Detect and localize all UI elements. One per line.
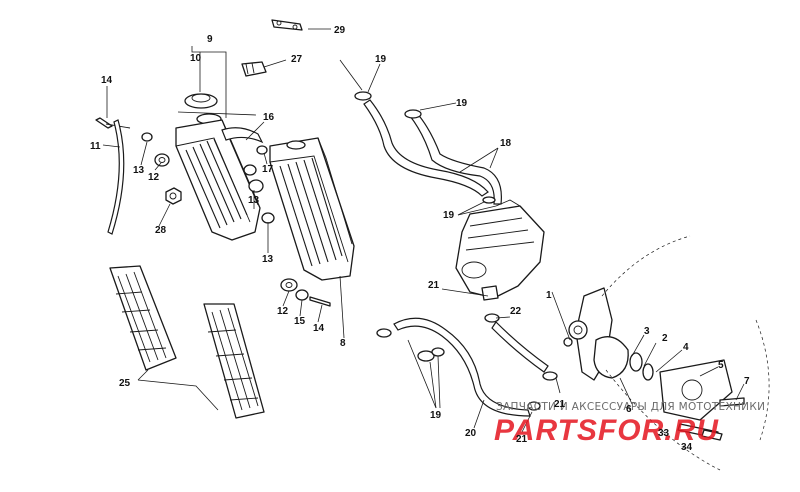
callout-27: 27	[291, 54, 303, 65]
callout-14-bottom: 14	[313, 323, 325, 334]
callout-4: 4	[683, 342, 689, 353]
callout-15: 15	[294, 316, 306, 327]
callout-17: 17	[262, 164, 274, 175]
callout-19-top: 19	[375, 54, 387, 65]
callout-29: 29	[334, 25, 346, 36]
callout-13-left: 13	[133, 165, 145, 176]
callout-1: 1	[546, 290, 552, 301]
callout-12-left: 12	[148, 172, 160, 183]
part-11-overflow-tube	[107, 119, 125, 235]
callout-33: 33	[658, 428, 670, 439]
callout-19-right: 19	[456, 98, 468, 109]
part-10-radiator-cap	[184, 93, 222, 125]
water-pump-assembly	[563, 235, 770, 471]
callout-19-mid: 19	[443, 210, 455, 221]
callout-18: 18	[500, 138, 512, 149]
callout-13-mid: 13	[248, 195, 260, 206]
callout-10: 10	[190, 53, 202, 64]
part-27-plug	[241, 61, 267, 77]
callout-16: 16	[263, 112, 275, 123]
callout-21-bottom: 21	[516, 434, 528, 445]
part-22-hose	[484, 313, 558, 381]
watermark-tagline: ЗАПЧАСТИ И АКСЕССУАРЫ ДЛЯ МОТОТЕХНИКИ	[496, 401, 765, 413]
leader-lines	[102, 28, 745, 433]
callout-28: 28	[155, 225, 167, 236]
callout-21-mid: 21	[554, 399, 566, 410]
callout-19-bottom: 19	[430, 410, 442, 421]
fittings-bottom	[280, 278, 331, 307]
callout-5: 5	[718, 360, 724, 371]
callout-34: 34	[681, 442, 693, 453]
part-25-left-guard	[109, 265, 177, 371]
callout-8: 8	[340, 338, 346, 349]
part-25-right-guard	[203, 303, 265, 419]
watermark: ЗАПЧАСТИ И АКСЕССУАРЫ ДЛЯ МОТОТЕХНИКИ PA…	[494, 401, 765, 447]
engine-cylinder	[455, 199, 545, 301]
callout-14-top: 14	[101, 75, 113, 86]
callout-12-bottom: 12	[277, 306, 289, 317]
callout-22: 22	[510, 306, 522, 317]
right-radiator	[269, 137, 355, 281]
callout-13-low: 13	[262, 254, 274, 265]
callout-9: 9	[207, 34, 213, 45]
callout-6: 6	[626, 404, 632, 415]
part-18-upper-hoses	[354, 91, 502, 205]
fittings-left	[95, 117, 275, 224]
callout-2: 2	[662, 333, 668, 344]
callout-11: 11	[90, 141, 101, 152]
part-29-bracket	[271, 19, 303, 31]
callout-25: 25	[119, 378, 131, 389]
callout-20: 20	[465, 428, 477, 439]
callout-21-top: 21	[428, 280, 440, 291]
callout-labels: 29 27 9 10 14 11 13 12 16 17 13 28 13 12…	[90, 25, 750, 453]
callout-3: 3	[644, 326, 650, 337]
watermark-logo: PARTSFOR.RU	[494, 414, 719, 447]
left-radiator	[175, 119, 264, 241]
callout-7: 7	[744, 376, 750, 387]
